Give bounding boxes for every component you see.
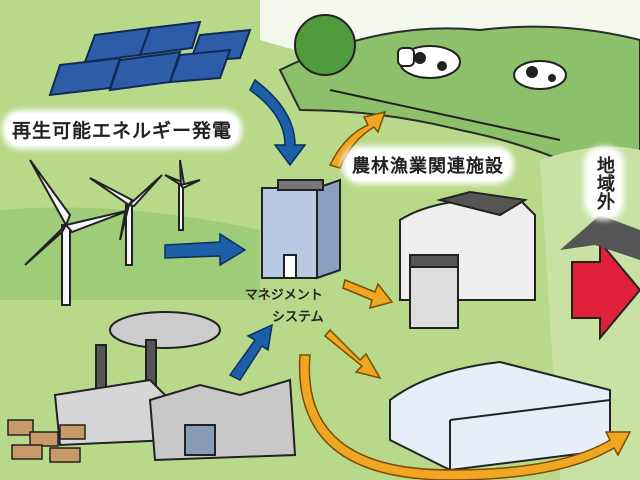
outside-region-label: 地域外 [588, 150, 620, 216]
factory-icon [53, 311, 297, 462]
cow-icon [397, 45, 461, 79]
fence [329, 89, 561, 141]
blue-arrows [164, 78, 307, 381]
management-system-label: マネジメント システム [238, 283, 330, 331]
outside-roof [560, 215, 640, 260]
red-arrow-outside [571, 239, 640, 341]
arrow-mgmt-to-outside [298, 354, 632, 480]
arrow-mgmt-to-silo [342, 278, 394, 310]
wood-pile-icon [7, 419, 86, 463]
arrow-mgmt-to-greenhouse [323, 328, 382, 380]
greenhouse-icon [389, 360, 611, 472]
arrow-factory-to-mgmt [228, 323, 273, 381]
arrow-mgmt-to-hill [328, 110, 387, 169]
arrow-wind-to-mgmt [164, 232, 247, 267]
management-label-line2: システム [272, 310, 324, 325]
renewable-energy-label: 再生可能エネルギー発電 [6, 114, 239, 145]
wind-turbine-icon [24, 159, 201, 306]
orange-arrows [298, 110, 632, 480]
agri-facility-icon [399, 190, 536, 329]
solar-panels [48, 20, 252, 97]
arrow-solar-to-mgmt [249, 78, 307, 167]
management-label-line1: マネジメント [244, 288, 323, 303]
cow-icon [513, 60, 567, 90]
management-building-icon [261, 178, 341, 280]
tree [294, 14, 356, 76]
agri-facilities-label: 農林漁業関連施設 [346, 150, 510, 180]
